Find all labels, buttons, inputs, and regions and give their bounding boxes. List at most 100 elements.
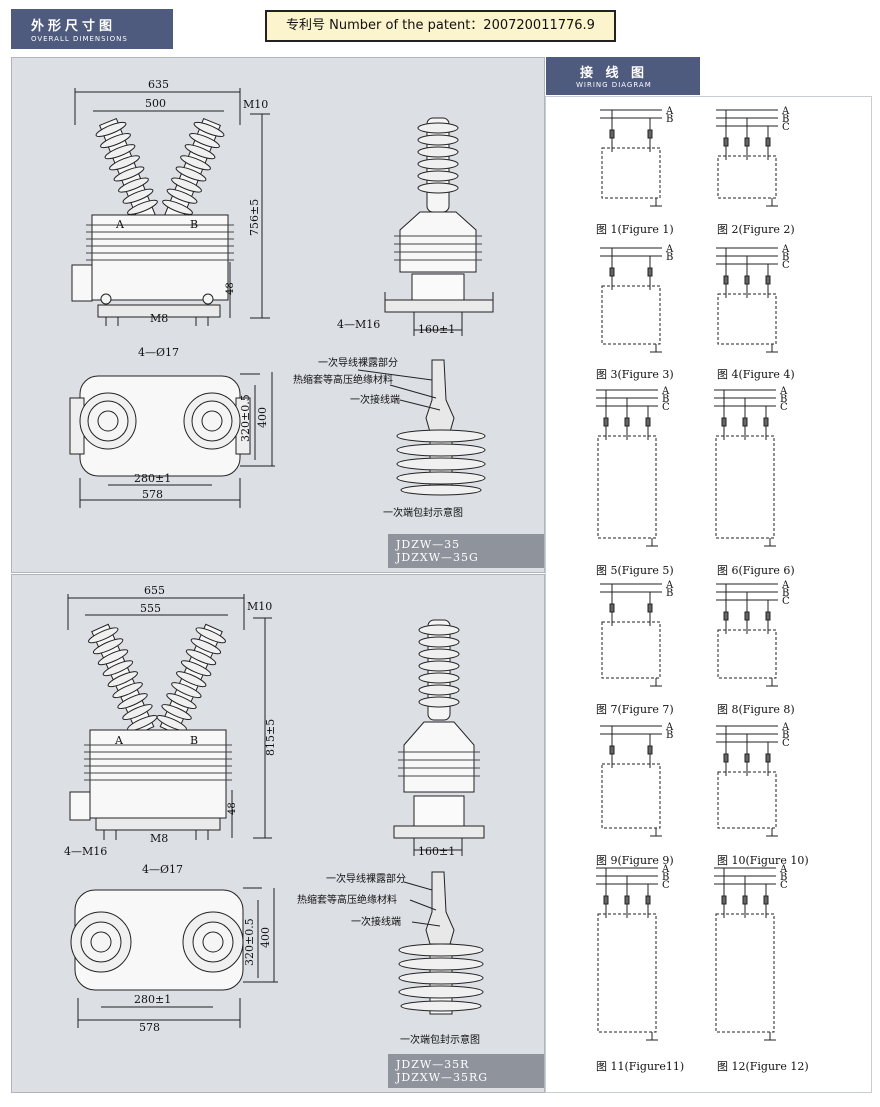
phase-label: C xyxy=(782,596,790,607)
top-dim-400: 400 xyxy=(256,407,269,428)
phase-label: A xyxy=(665,722,674,733)
phase-label: A xyxy=(779,386,788,397)
bottom-dim-280: 280±1 xyxy=(134,993,171,1006)
figure-caption: 图 7(Figure 7) xyxy=(596,703,674,716)
bottom-dim-400: 400 xyxy=(259,927,272,948)
fuse xyxy=(765,275,771,285)
figure-caption: 图 12(Figure 12) xyxy=(717,1060,809,1073)
fuse xyxy=(609,603,615,613)
fuse xyxy=(744,137,750,147)
model-label-top: JDZW—35 JDZXW—35G xyxy=(388,534,544,568)
phase-label: A xyxy=(661,386,670,397)
figure-caption: 图 8(Figure 8) xyxy=(717,703,795,716)
top-seal-label-1: 一次导线裸露部分 xyxy=(318,356,398,369)
fuse xyxy=(744,275,750,285)
bottom-front-view xyxy=(67,594,272,840)
bottom-m10: M10 xyxy=(247,600,272,613)
wiring-panel xyxy=(545,96,872,1093)
fuse xyxy=(765,611,771,621)
figure-caption: 图 9(Figure 9) xyxy=(596,854,674,867)
bottom-dim-655: 655 xyxy=(144,584,165,597)
top-seal-caption: 一次端包封示意图 xyxy=(383,506,463,519)
top-side-view xyxy=(384,117,494,336)
bottom-dim-320: 320±0.5 xyxy=(243,918,256,966)
top-dim-280: 280±1 xyxy=(134,472,171,485)
fuse xyxy=(744,611,750,621)
transformer-box xyxy=(717,629,777,679)
bottom-seal-caption: 一次端包封示意图 xyxy=(400,1033,480,1046)
transformer-box xyxy=(715,435,775,539)
bottom-seal-label-2: 热缩套等高压绝缘材料 xyxy=(297,893,397,906)
fuse xyxy=(624,417,630,427)
transformer-box xyxy=(601,285,661,345)
figure-caption: 图 5(Figure 5) xyxy=(596,564,674,577)
transformer-box xyxy=(717,293,777,345)
model-top-line-1: JDZW—35 xyxy=(396,538,461,551)
phase-label: A xyxy=(781,722,790,733)
phase-label: B xyxy=(780,872,787,883)
wiring-title-cn: 接 线 图 xyxy=(580,66,649,81)
bottom-dim-578: 578 xyxy=(139,1021,160,1034)
fuse xyxy=(624,895,630,905)
wiring-title-en: WIRING DIAGRAM xyxy=(576,81,652,89)
bottom-term-a: A xyxy=(114,734,124,747)
fuse xyxy=(721,417,727,427)
phase-label: C xyxy=(662,880,670,891)
bottom-hole: 4—Ø17 xyxy=(142,863,183,876)
figure-caption: 图 4(Figure 4) xyxy=(717,368,795,381)
phase-label: A xyxy=(779,864,788,875)
bottom-m8: M8 xyxy=(150,832,168,845)
figure-caption: 图 6(Figure 6) xyxy=(717,564,795,577)
dims-title-cn: 外形尺寸图 xyxy=(31,19,117,34)
fuse xyxy=(647,129,653,139)
phase-label: B xyxy=(666,730,673,741)
bottom-dim-160: 160±1 xyxy=(418,845,455,858)
phase-label: A xyxy=(665,244,674,255)
fuse xyxy=(742,417,748,427)
fuse xyxy=(647,745,653,755)
transformer-box xyxy=(717,155,777,199)
bottom-dim-815: 815±5 xyxy=(264,719,277,756)
fuse xyxy=(723,137,729,147)
dims-title-en: OVERALL DIMENSIONS xyxy=(31,35,128,43)
top-dim-578: 578 xyxy=(142,488,163,501)
top-dim-160: 160±1 xyxy=(418,323,455,336)
phase-label: B xyxy=(780,394,787,405)
top-dim-500: 500 xyxy=(145,97,166,110)
transformer-box xyxy=(597,913,657,1033)
phase-label: A xyxy=(781,244,790,255)
fuse xyxy=(609,267,615,277)
top-dim-756: 756±5 xyxy=(248,199,261,236)
fuse xyxy=(645,417,651,427)
top-dim-320: 320±0.5 xyxy=(239,394,252,442)
phase-label: B xyxy=(666,252,673,263)
fuse xyxy=(603,417,609,427)
phase-label: C xyxy=(782,122,790,133)
figure-caption: 图 1(Figure 1) xyxy=(596,223,674,236)
transformer-box xyxy=(717,771,777,829)
top-seal-label-2: 热缩套等高压绝缘材料 xyxy=(293,373,393,386)
bottom-seal-label-3: 一次接线端 xyxy=(351,915,401,928)
phase-label: C xyxy=(782,738,790,749)
bottom-dim-48: 48 xyxy=(227,802,238,815)
top-term-b: B xyxy=(190,218,198,231)
fuse xyxy=(645,895,651,905)
figure-caption: 图 10(Figure 10) xyxy=(717,854,809,867)
transformer-box xyxy=(597,435,657,539)
bottom-seal-label-1: 一次导线裸露部分 xyxy=(326,872,406,885)
fuse xyxy=(765,137,771,147)
phase-label: B xyxy=(666,114,673,125)
fuse xyxy=(609,745,615,755)
phase-label: A xyxy=(665,580,674,591)
phase-label: C xyxy=(662,402,670,413)
bottom-m16: 4—M16 xyxy=(64,845,107,858)
bottom-term-b: B xyxy=(190,734,198,747)
model-bottom-line-1: JDZW—35R xyxy=(396,1058,470,1071)
phase-label: C xyxy=(780,880,788,891)
phase-label: A xyxy=(781,580,790,591)
top-m8: M8 xyxy=(150,312,168,325)
transformer-box xyxy=(715,913,775,1033)
fuse xyxy=(723,753,729,763)
